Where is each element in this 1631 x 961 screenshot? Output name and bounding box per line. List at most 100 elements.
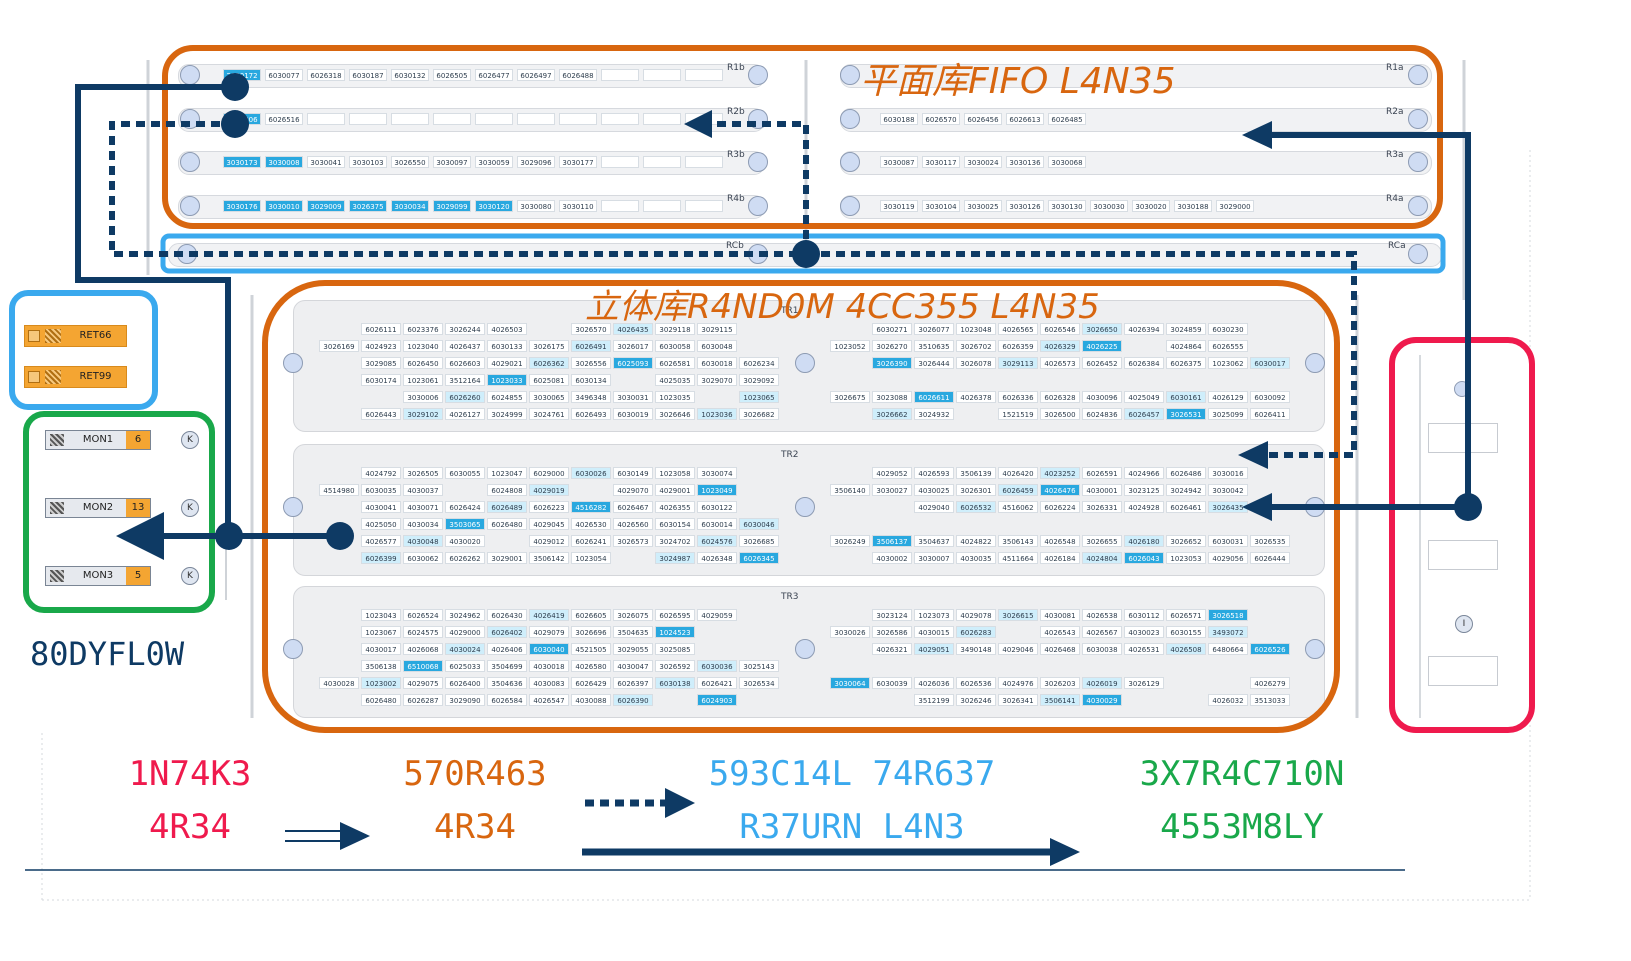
flat-lane-right-end-node[interactable] [840,109,860,129]
flat-cell[interactable]: 3030188 [1174,200,1212,212]
random-cell[interactable]: 4514980 [319,484,359,496]
random-cell[interactable]: 6026260 [445,391,485,403]
random-cell[interactable]: 3025085 [655,643,695,655]
random-cell[interactable]: 6024836 [1082,408,1122,420]
random-cell[interactable]: 6026400 [445,677,485,689]
random-cell[interactable]: 6026526 [1250,643,1290,655]
random-cell[interactable]: 6026362 [529,357,569,369]
random-cell[interactable]: 3026696 [571,626,611,638]
random-cell[interactable]: 6026384 [1124,357,1164,369]
random-cell[interactable]: 1023048 [956,323,996,335]
random-cell[interactable]: 4030017 [361,643,401,655]
random-cell[interactable]: 3026500 [1040,408,1080,420]
random-cell[interactable]: 6026111 [361,323,401,335]
random-cell[interactable]: 4029045 [529,518,569,530]
flat-cell[interactable]: 6026570 [922,113,960,125]
flat-lane-right-head-node[interactable] [1408,152,1428,172]
flat-cell[interactable]: 3030104 [922,200,960,212]
random-cell[interactable]: 4521505 [571,643,611,655]
random-cell[interactable]: 4026503 [487,323,527,335]
random-cell[interactable]: 3026270 [872,340,912,352]
random-cell[interactable]: 6030133 [487,340,527,352]
random-cell[interactable]: 6030092 [1250,391,1290,403]
random-cell[interactable]: 6025033 [445,660,485,672]
random-cell[interactable]: 4026548 [1040,535,1080,547]
random-cell[interactable]: 3026662 [872,408,912,420]
flat-cell[interactable]: 3029096 [517,156,555,168]
random-cell[interactable]: 3030027 [872,484,912,496]
random-cell[interactable]: 4030015 [914,626,954,638]
random-cell[interactable]: 6030019 [613,408,653,420]
random-cell[interactable]: 3026646 [655,408,695,420]
random-cell[interactable]: 6030058 [655,340,695,352]
random-cell[interactable]: 4029000 [445,626,485,638]
random-cell[interactable]: 3024859 [1166,323,1206,335]
flat-lane-left-end-node[interactable] [180,196,200,216]
random-cell[interactable]: 3026682 [739,408,779,420]
mon3-tag[interactable]: MON3 5 [45,566,151,586]
random-cell[interactable]: 6024575 [403,626,443,638]
flat-cell[interactable]: 3030130 [1048,200,1086,212]
random-cell[interactable]: 4026567 [1082,626,1122,638]
random-cell[interactable]: 6026390 [613,694,653,706]
flat-cell[interactable] [643,200,681,212]
random-cell[interactable]: 3024999 [487,408,527,420]
random-cell[interactable]: 6026223 [529,501,569,513]
random-cell[interactable]: 4026355 [655,501,695,513]
flat-lane-right-end-node[interactable] [840,196,860,216]
random-cell[interactable]: 4029019 [529,484,569,496]
flat-cell[interactable] [685,69,723,81]
flat-cell[interactable]: 3030103 [349,156,387,168]
random-cell[interactable]: 4024923 [361,340,401,352]
flat-cell[interactable]: 3030177 [559,156,597,168]
random-cell[interactable]: 3506138 [361,660,401,672]
random-cell[interactable]: 3026249 [830,535,870,547]
random-cell[interactable]: 4030041 [361,501,401,513]
flat-lane-right-end-node[interactable] [840,152,860,172]
flat-cell[interactable] [601,69,639,81]
flat-cell[interactable]: 3030059 [475,156,513,168]
random-cell[interactable]: 3030074 [697,467,737,479]
random-cell[interactable]: 6026328 [1040,391,1080,403]
ret99-button[interactable]: RET99 [24,366,127,388]
random-cell[interactable]: 3506142 [529,552,569,564]
random-cell[interactable]: 4026593 [914,467,954,479]
random-cell[interactable]: 4026547 [529,694,569,706]
flat-cell[interactable]: 6026477 [475,69,513,81]
random-cell[interactable]: 4024864 [1166,340,1206,352]
random-cell[interactable]: 4030002 [872,552,912,564]
random-cell[interactable]: 1024523 [655,626,695,638]
random-cell[interactable]: 4030029 [1082,694,1122,706]
random-cell[interactable]: 6026402 [487,626,527,638]
random-cell[interactable]: 6026459 [998,484,1038,496]
random-cell[interactable]: 1023033 [487,374,527,386]
random-cell[interactable]: 6030026 [571,467,611,479]
random-cell[interactable]: 4029051 [914,643,954,655]
flat-cell[interactable]: 6030187 [349,69,387,81]
random-cell[interactable]: 4026184 [1040,552,1080,564]
random-cell[interactable]: 6026336 [998,391,1038,403]
random-cell[interactable]: 1023054 [571,552,611,564]
random-cell[interactable]: 6030014 [697,518,737,530]
random-cell[interactable]: 6026457 [1124,408,1164,420]
random-cell[interactable]: 3029092 [739,374,779,386]
random-cell[interactable]: 4026577 [361,535,401,547]
random-cell[interactable]: 4026508 [1166,643,1206,655]
random-cell[interactable]: 3030026 [830,626,870,638]
random-cell[interactable]: 6026605 [571,609,611,621]
random-cell[interactable]: 6026444 [1250,552,1290,564]
random-cell[interactable]: 4026036 [914,677,954,689]
flat-cell[interactable] [475,113,513,125]
random-cell[interactable]: 3026075 [613,609,653,621]
random-cell[interactable]: 6024855 [487,391,527,403]
random-cell[interactable]: 3026675 [830,391,870,403]
random-cell[interactable]: 6030048 [697,340,737,352]
random-cell[interactable]: 1023036 [697,408,737,420]
flat-cell[interactable]: 3030008 [265,156,303,168]
random-cell[interactable]: 6026283 [956,626,996,638]
random-cell[interactable]: 4029070 [613,484,653,496]
flat-cell[interactable]: 3030030 [1090,200,1128,212]
random-cell[interactable]: 3029055 [613,643,653,655]
flat-lane-right-head-node[interactable] [1408,109,1428,129]
random-cell[interactable]: 6030017 [1250,357,1290,369]
